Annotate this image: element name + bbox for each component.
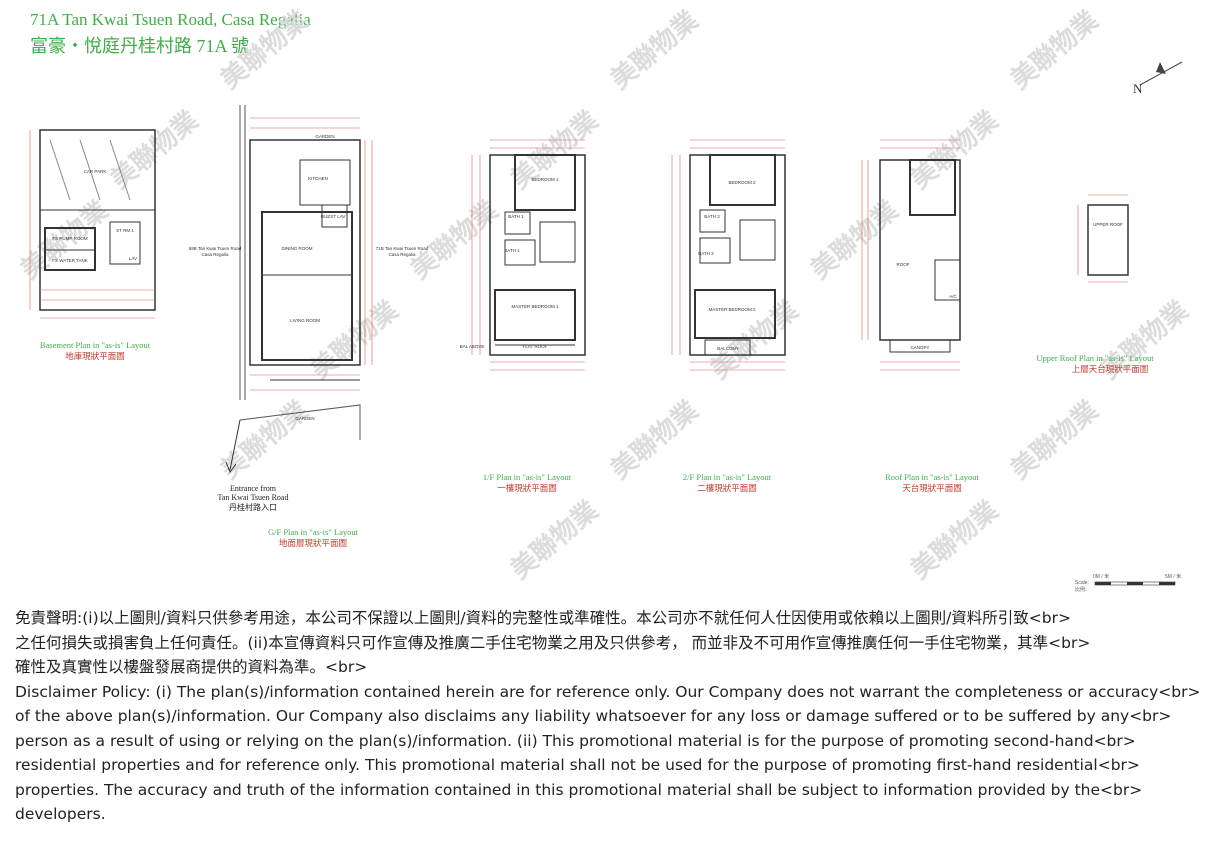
room-label: CANOPY (910, 345, 929, 350)
plan-caption-chinese: 地庫現狀平面圖 (65, 351, 125, 361)
watermark: 美聯物業 (605, 5, 705, 96)
first-floor-plan: BEDROOM 1 BATH 1 BATH 1 MASTER BEDROOM 1… (460, 139, 586, 371)
watermark: 美聯物業 (405, 195, 505, 286)
scale-label-chinese: 比例： (1075, 586, 1090, 593)
room-label: KITCHEN (308, 176, 328, 181)
watermark: 美聯物業 (505, 495, 605, 586)
ground-floor-plan: GARDEN KITCHEN GUEST LAV DINING ROOM LIV… (225, 105, 373, 474)
room-label: BATH 2 (698, 251, 714, 256)
plan-caption: Roof Plan in "as-is" Layout (885, 472, 979, 482)
upper-roof-plan: UPPER ROOF (1077, 194, 1129, 283)
neighbour-label: Casa Regalia (388, 252, 416, 257)
disclaimer-line: person as a result of using or relying o… (15, 731, 1136, 750)
room-label: UPPER ROOF (1093, 222, 1123, 227)
room-label: A/C (949, 294, 957, 299)
room-label: FLAT ROOF (523, 344, 548, 349)
scale-label: Scale: (1075, 580, 1089, 586)
room-label: CAR PARK (84, 169, 107, 174)
plan-caption-chinese: 一樓現狀平面圖 (497, 483, 557, 493)
room-label: GUEST LAV (321, 214, 346, 219)
plan-caption: Basement Plan in "as-is" Layout (40, 340, 151, 350)
room-label: MASTER BEDROOM 2 (708, 307, 756, 312)
watermark: 美聯物業 (805, 195, 905, 286)
room-label: BEDROOM 1 (531, 177, 559, 182)
room-label: BATH 1 (504, 248, 520, 253)
plan-caption-chinese: 地面層現狀平面圖 (279, 538, 347, 548)
room-label: GARDEN (315, 134, 334, 139)
room-label: DINING ROOM (282, 246, 313, 251)
north-compass-icon: N (1133, 61, 1183, 96)
plan-caption: G/F Plan in "as-is" Layout (268, 527, 359, 537)
watermark: 美聯物業 (215, 5, 315, 96)
plan-caption-chinese: 天台現狀平面圖 (902, 483, 962, 493)
watermark: 美聯物業 (305, 295, 405, 386)
neighbour-label: 69B Tan Kwai Tsuen Road (189, 246, 242, 251)
room-label: BATH 1 (508, 214, 524, 219)
watermark: 美聯物業 (1005, 5, 1105, 96)
entrance-label: Entrance from (230, 484, 277, 493)
scale-bar: Scale: 比例： 0M / 米 5M / 米 (1075, 573, 1181, 593)
disclaimer-line: 確性及真實性以樓盤發展商提供的資料為準。<br> (15, 658, 368, 676)
scale-start: 0M / 米 (1093, 573, 1109, 580)
page-title: 71A Tan Kwai Tsuen Road, Casa Regalia (30, 10, 311, 29)
second-floor-plan: BEDROOM 2 BATH 2 BATH 2 MASTER BEDROOM 2… (671, 139, 786, 371)
disclaimer-line: developers. (15, 805, 106, 823)
room-label: BATH 2 (704, 214, 720, 219)
disclaimer-line: 免責聲明:(i)以上圖則/資料只供參考用途，本公司不保證以上圖則/資料的完整性或… (15, 609, 1071, 627)
entrance-label-chinese: 丹桂村路入口 (229, 502, 277, 512)
disclaimer-line: properties. The accuracy and truth of th… (15, 780, 1143, 799)
plan-caption: Upper Roof Plan in "as-is" Layout (1036, 353, 1154, 363)
basement-plan: CAR PARK FS PUMP ROOM FS WATER TANK ST R… (29, 129, 156, 319)
watermark-layer: 美聯物業 美聯物業 美聯物業 美聯物業 美聯物業 美聯物業 美聯物業 美聯物業 … (15, 5, 1195, 586)
plan-caption: 1/F Plan in "as-is" Layout (483, 472, 572, 482)
room-label: BAL ABOVE (460, 344, 485, 349)
watermark: 美聯物業 (1005, 395, 1105, 486)
neighbour-label: Casa Regalia (201, 252, 229, 257)
room-label: FS PUMP ROOM (52, 236, 87, 241)
plan-caption: 2/F Plan in "as-is" Layout (683, 472, 772, 482)
disclaimer-line: 之任何損失或損害負上任何責任。(ii)本宣傳資料只可作宣傳及推廣二手住宅物業之用… (15, 633, 1091, 652)
watermark: 美聯物業 (905, 495, 1005, 586)
room-label: BEDROOM 2 (728, 180, 756, 185)
neighbour-label: 71B Tan Kwai Tsuen Road (376, 246, 429, 251)
room-label: GARDEN (295, 416, 314, 421)
page-title-chinese: 富豪・悅庭丹桂村路 71A 號 (30, 36, 250, 56)
room-label: LIVING ROOM (290, 318, 320, 323)
disclaimer-line: residential properties and for reference… (15, 756, 1140, 774)
disclaimer: 免責聲明:(i)以上圖則/資料只供參考用途，本公司不保證以上圖則/資料的完整性或… (15, 606, 1205, 827)
entrance-label: Tan Kwai Tsuen Road (218, 493, 289, 502)
plan-caption-chinese: 二樓現狀平面圖 (697, 483, 757, 493)
roof-plan: ROOF A/C CANOPY (861, 139, 961, 371)
room-label: ST RM 1 (116, 228, 134, 233)
disclaimer-line: of the above plan(s)/information. Our Co… (15, 707, 1172, 725)
scale-end: 5M / 米 (1165, 573, 1181, 580)
compass-label: N (1133, 81, 1143, 96)
room-label: MASTER BEDROOM 1 (511, 304, 559, 309)
room-label: LAV (129, 256, 137, 261)
room-label: BALCONY (717, 346, 739, 351)
room-label: FS WATER TANK (52, 258, 88, 263)
floor-plans: 美聯物業 美聯物業 美聯物業 美聯物業 美聯物業 美聯物業 美聯物業 美聯物業 … (15, 5, 1195, 593)
plan-caption-chinese: 上層天台現狀平面圖 (1072, 364, 1149, 374)
room-label: ROOF (897, 262, 910, 267)
disclaimer-line: Disclaimer Policy: (i) The plan(s)/infor… (15, 682, 1201, 701)
